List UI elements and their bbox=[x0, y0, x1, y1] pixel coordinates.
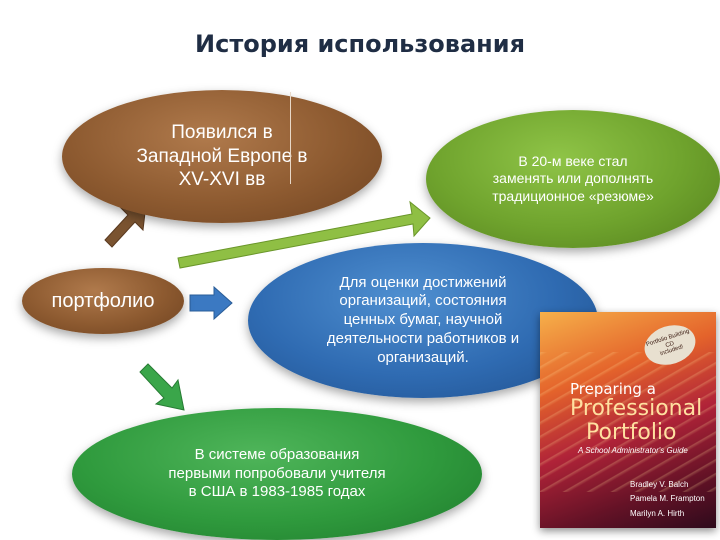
book-cover-image: Portfolio Building CD included! Preparin… bbox=[540, 312, 716, 528]
book-author: Pamela M. Frampton bbox=[630, 494, 705, 504]
node-origin-text: Появился в Западной Европе в XV-XVI вв bbox=[136, 121, 308, 191]
book-author: Marilyn A. Hirth bbox=[630, 508, 685, 518]
book-subtitle: A School Administrator's Guide bbox=[578, 446, 688, 455]
node-century20-text: В 20-м веке стал заменять или дополнять … bbox=[492, 152, 654, 204]
book-author: Bradley V. Balch bbox=[630, 480, 689, 489]
node-portfolio: портфолио bbox=[22, 268, 184, 334]
node-century20: В 20-м веке стал заменять или дополнять … bbox=[426, 110, 720, 248]
node-origin: Появился в Западной Европе в XV-XVI вв bbox=[62, 90, 382, 223]
divider-line bbox=[290, 92, 291, 184]
arrow-to-assessment bbox=[189, 285, 233, 321]
node-education: В системе образования первыми попробовал… bbox=[72, 408, 482, 540]
arrow-to-education bbox=[139, 363, 185, 411]
book-title-line3: Portfolio bbox=[586, 420, 677, 445]
node-portfolio-text: портфолио bbox=[51, 289, 155, 312]
node-education-text: В системе образования первыми попробовал… bbox=[168, 445, 386, 501]
book-title-line1: Preparing a bbox=[570, 380, 656, 398]
arrow-to-century20 bbox=[177, 200, 431, 269]
book-title-line2: Professional bbox=[570, 396, 703, 421]
node-assessment-text: Для оценки достижений организаций, состо… bbox=[326, 273, 520, 366]
node-assessment: Для оценки достижений организаций, состо… bbox=[248, 243, 598, 398]
page-title: История использования bbox=[195, 30, 525, 58]
book-streaks bbox=[540, 352, 716, 492]
book-authors: Bradley V. Balch Pamela M. Frampton Mari… bbox=[630, 478, 705, 521]
arrow-to-origin bbox=[104, 203, 147, 248]
